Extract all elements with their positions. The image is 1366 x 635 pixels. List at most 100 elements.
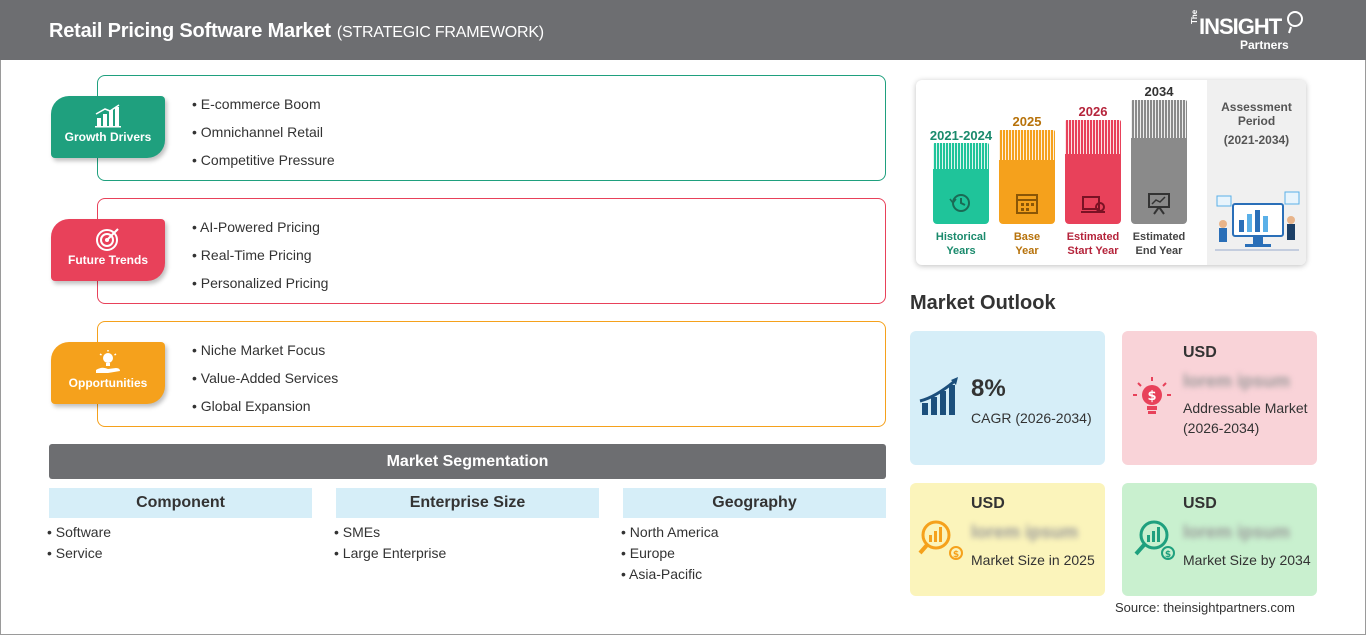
addressable-value: lorem ipsum [1183, 371, 1291, 391]
source-credit[interactable]: Source: theinsightpartners.com [1115, 600, 1295, 615]
logo-the: The [1190, 9, 1199, 24]
logo-partners: Partners [1240, 38, 1289, 52]
segment-list-component: Software Service [47, 524, 111, 566]
cagr-value: 8% [971, 375, 1006, 402]
size-2034-currency: USD [1183, 495, 1217, 512]
addressable-currency: USD [1183, 344, 1217, 361]
caption-line-2: Year [1015, 245, 1039, 257]
future-trends-box: AI-Powered Pricing Real-Time Pricing Per… [97, 198, 886, 304]
list-item: Software [47, 524, 111, 545]
list-item: Competitive Pressure [192, 152, 335, 180]
timeline-bar-stripes [999, 130, 1055, 160]
svg-text:$: $ [1147, 389, 1156, 404]
market-outlook-title: Market Outlook [910, 292, 1056, 314]
caption-line-1: Estimated [1132, 231, 1186, 243]
size-2034-label: Market Size by 2034 [1183, 552, 1311, 568]
list-item: E-commerce Boom [192, 96, 335, 124]
segment-list-geography: North America Europe Asia-Pacific [621, 524, 719, 587]
timeline-bar [933, 143, 989, 224]
badge-label: Opportunities [68, 376, 148, 390]
market-size-2034-card: $ USD lorem ipsum Market Size by 2034 [1122, 483, 1317, 596]
header-bar: Retail Pricing Software Market (STRATEGIC… [0, 0, 1366, 60]
segment-heading-geography: Geography [623, 488, 886, 518]
timeline-caption: Estimated End Year [1119, 230, 1199, 258]
badge-label: Future Trends [67, 253, 148, 267]
list-item: Value-Added Services [192, 370, 338, 398]
list-item: Niche Market Focus [192, 342, 338, 370]
timeline-bar-stripes [933, 143, 989, 169]
target-icon [96, 228, 119, 251]
list-item: Personalized Pricing [192, 275, 329, 303]
growth-drivers-list: E-commerce Boom Omnichannel Retail Compe… [192, 96, 335, 180]
assessment-period-panel: Assessment Period (2021-2034) [1207, 80, 1306, 265]
growth-drivers-badge: Growth Drivers [51, 96, 165, 158]
list-item: North America [621, 524, 719, 545]
lightbulb-hand-icon [96, 350, 120, 373]
projector-icon [1081, 196, 1105, 213]
timeline-card: 2021-2024 Historical Years 2025 [916, 80, 1306, 265]
caption-line-2: Years [946, 245, 976, 257]
svg-text:$: $ [1165, 550, 1171, 560]
list-item: AI-Powered Pricing [192, 219, 328, 247]
list-item: Global Expansion [192, 398, 338, 426]
list-item: Service [47, 545, 111, 566]
size-2025-label: Market Size in 2025 [971, 552, 1095, 568]
page-title: Retail Pricing Software Market (STRATEGIC… [49, 20, 544, 43]
growth-drivers-box: E-commerce Boom Omnichannel Retail Compe… [97, 75, 886, 181]
caption-line-2: End Year [1135, 245, 1183, 257]
insight-partners-logo[interactable]: The INSIGHT Partners [1190, 10, 1320, 54]
timeline-bar-stripes [1131, 100, 1187, 138]
timeline-bar-stripes [1065, 120, 1121, 154]
market-size-magnifier-icon: $ [1134, 520, 1175, 560]
future-trends-list: AI-Powered Pricing Real-Time Pricing Per… [192, 219, 328, 303]
timeline-caption: Estimated Start Year [1053, 230, 1133, 258]
timeline-year: 2025 [1012, 114, 1042, 129]
cagr-label: CAGR (2026-2034) [971, 410, 1092, 426]
timeline-caption: Base Year [987, 230, 1067, 258]
list-item: Real-Time Pricing [192, 247, 328, 275]
list-item: Large Enterprise [334, 545, 447, 566]
opportunities-box: Niche Market Focus Value-Added Services … [97, 321, 886, 427]
opportunities-list: Niche Market Focus Value-Added Services … [192, 342, 338, 426]
list-item: Europe [621, 545, 719, 566]
caption-line-1: Base [1013, 231, 1041, 243]
title-text: Retail Pricing Software Market [49, 20, 331, 42]
timeline-bar [999, 130, 1055, 224]
money-bulb-icon: $ [1133, 377, 1171, 414]
badge-label: Growth Drivers [64, 130, 152, 144]
addressable-label: Addressable Market (2026-2034) [1183, 400, 1308, 436]
timeline-bar [1065, 120, 1121, 224]
market-size-magnifier-icon: $ [918, 520, 963, 560]
size-2025-value: lorem ipsum [971, 522, 1079, 542]
list-item: SMEs [334, 524, 446, 545]
cagr-card: 8% CAGR (2026-2034) [910, 331, 1105, 465]
list-item: Asia-Pacific [621, 566, 719, 587]
caption-line-1: Historical [935, 231, 987, 243]
history-icon [949, 194, 970, 212]
growth-chart-icon [919, 377, 958, 415]
calendar-icon [1016, 194, 1038, 214]
market-size-2025-card: $ USD lorem ipsum Market Size in 2025 [910, 483, 1105, 596]
market-segmentation-header: Market Segmentation [49, 444, 886, 479]
logo-insight: INSIGHT [1199, 14, 1282, 39]
timeline-year: 2026 [1078, 104, 1108, 119]
addressable-market-card: $ USD lorem ipsum Addressable Market (20… [1122, 331, 1317, 465]
title-subtitle: (STRATEGIC FRAMEWORK) [336, 24, 544, 41]
caption-line-2: Start Year [1067, 245, 1119, 257]
size-2025-currency: USD [971, 495, 1005, 512]
timeline-caption: Historical Years [921, 230, 1001, 258]
opportunities-badge: Opportunities [51, 342, 165, 404]
caption-line-1: Estimated [1066, 231, 1120, 243]
bar-chart-icon [95, 104, 121, 128]
segment-heading-enterprise-size: Enterprise Size [336, 488, 599, 518]
future-trends-badge: Future Trends [51, 219, 165, 281]
assessment-period-range: (2021-2034) [1223, 133, 1290, 147]
segment-heading-component: Component [49, 488, 312, 518]
svg-text:$: $ [953, 550, 959, 560]
timeline-year: 2034 [1144, 84, 1174, 99]
timeline-year: 2021-2024 [929, 128, 993, 143]
size-2034-value: lorem ipsum [1183, 522, 1291, 542]
presentation-icon [1148, 193, 1170, 215]
list-item: Omnichannel Retail [192, 124, 335, 152]
segment-list-enterprise-size: SMEs Large Enterprise [334, 524, 447, 566]
